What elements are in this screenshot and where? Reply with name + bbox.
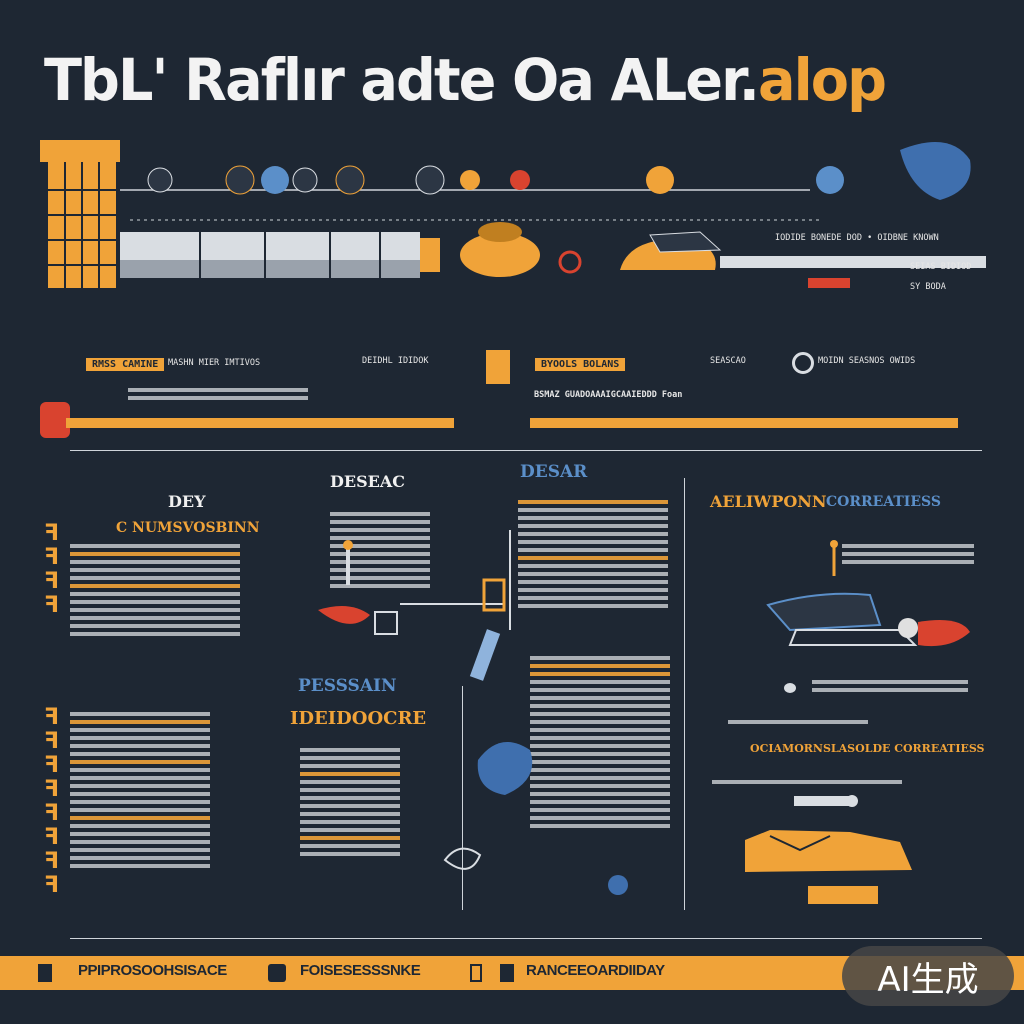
right-text-block-1 [842, 540, 974, 568]
right-text-block-2 [812, 676, 968, 696]
timeline-illustration [40, 140, 986, 288]
right-heading-1: AELIWPONN [710, 492, 827, 511]
center-text-block-1 [330, 508, 430, 592]
footer-item-1[interactable]: PPIPROSOOHSISACE [78, 962, 227, 979]
left-heading: DEY [168, 492, 206, 511]
shield-icon [40, 402, 70, 438]
footer-item-3[interactable]: RANCEEOARDIIDAY [526, 962, 665, 979]
vertical-divider-center [462, 686, 463, 910]
row2-label-4: MOIDN SEASNOS OWIDS [818, 356, 916, 366]
page-title: TbL' Raflır adte Oa ALer.alop [44, 46, 887, 114]
folder-icon [268, 964, 286, 982]
gear-icon [792, 352, 814, 374]
divider [70, 450, 982, 451]
left-subheading: C NUMSVOSBINN [116, 520, 260, 536]
left-text-block-1 [70, 540, 240, 640]
banner-text-3: SY BODA [910, 282, 946, 292]
center-heading-4: IDEIDOOCRE [290, 708, 427, 729]
document-icon [38, 964, 52, 982]
row2-long-text: BSMAZ GUADOAAAIGCAAIEDDD Foan [534, 390, 683, 400]
right-heading-2: CORREATIESS [826, 494, 941, 510]
vertical-divider-right [684, 478, 685, 910]
bottom-divider [70, 938, 982, 939]
title-accent: alop [757, 46, 887, 114]
row2-tag-1: RMSS CAMINE [86, 358, 165, 371]
title-main: TbL' Raflır adte Oa ALer. [44, 46, 760, 114]
row2-tag-2: BYOOLS BOLANS [535, 358, 626, 371]
hexagon-icon [486, 350, 510, 384]
ai-generated-badge: AI生成 [842, 946, 1014, 1006]
progress-bar-left [66, 418, 454, 428]
row2-label-3: SEASCAO [710, 356, 746, 366]
center-text-block-2 [518, 496, 668, 612]
progress-bar-right [530, 418, 958, 428]
lower-illustrations [318, 530, 970, 904]
center-heading-3: PESSSAIN [298, 676, 397, 696]
left-text-block-2 [70, 708, 210, 872]
row2-label-2: DEIDHL IDIDOK [362, 356, 429, 366]
clipboard-icon [470, 964, 482, 982]
center-heading-2: DESAR [520, 462, 588, 482]
row2-label-1: MASHN MIER IMTIVOS [168, 358, 261, 368]
center-text-block-3 [530, 652, 670, 832]
right-heading-3: OCIAMORNSLASOLDE CORREATIESS [750, 742, 985, 755]
banner-text-2: SEIAS BIDIOD [910, 262, 972, 272]
row2-text-block [128, 384, 308, 404]
center-heading-1: DESEAC [330, 472, 405, 491]
page-icon [500, 964, 514, 982]
footer-item-2[interactable]: FOISESESSSNKE [300, 962, 421, 979]
right-text-block-4 [712, 776, 902, 788]
right-text-block-3 [728, 716, 868, 728]
center-text-block-4 [300, 744, 400, 860]
banner-text-1: IODIDE BONEDE DOD • OIDBNE KNOWN [775, 233, 939, 243]
